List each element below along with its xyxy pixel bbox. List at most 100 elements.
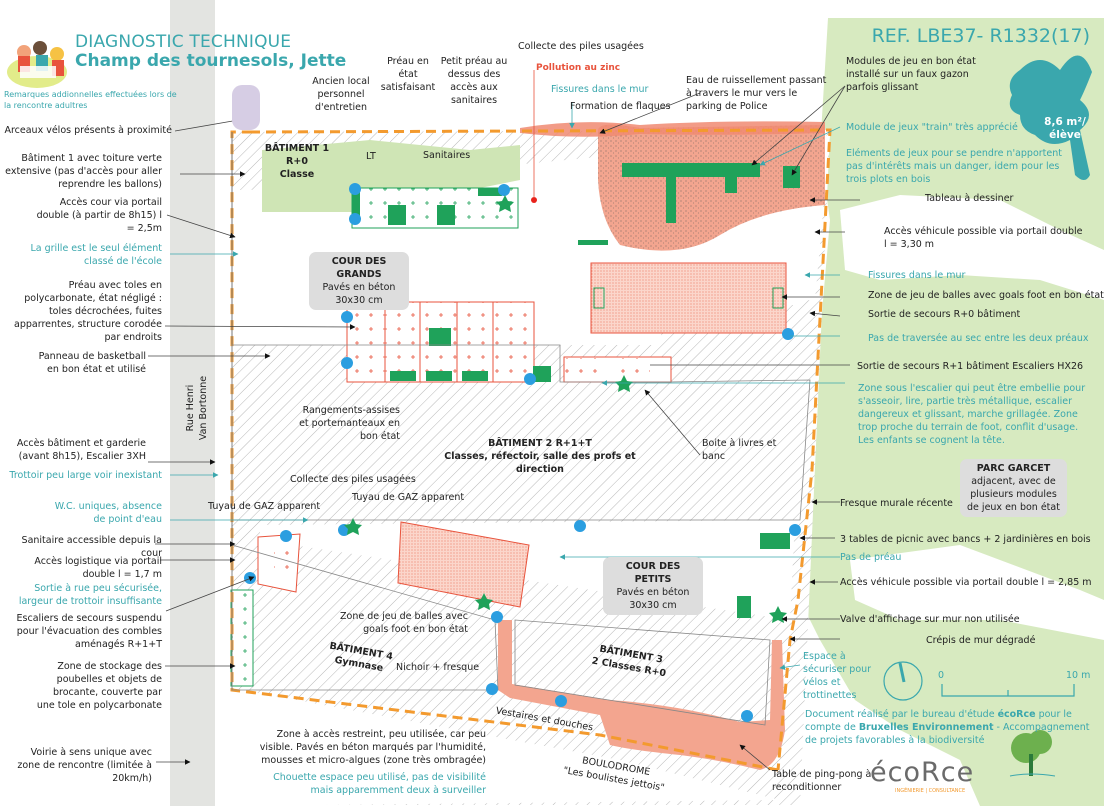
cour-grands-title: COUR DES GRANDS xyxy=(331,256,387,280)
cour-petits-title: COUR DES PETITS xyxy=(625,561,681,585)
annotation-zone-restreinte: Zone à accès restreint, peu utilisée, ca… xyxy=(259,729,486,766)
annotation-voirie: Voirie à sens unique avec zone de rencon… xyxy=(17,747,152,784)
annotation-elements-pendre: Eléments de jeux pour se pendre n'apport… xyxy=(846,148,1062,185)
scale-bar xyxy=(941,684,1075,697)
credits-before: Document réalisé par le bureau d'étude xyxy=(805,709,998,720)
batiment1-title: BÂTIMENT 1 xyxy=(264,143,330,154)
annotation-acces-vehicule-2: Accès véhicule possible via portail doub… xyxy=(840,577,1092,588)
batiment2-label: BÂTIMENT 2 R+1+T Classes, réfectoir, sal… xyxy=(420,437,660,476)
annotation-ancien-local: Ancien local personnel d'entretien xyxy=(312,76,370,113)
annotation-sanitaire: Sanitaire accessible depuis la cour xyxy=(21,535,162,559)
annotation-tableau: Tableau à dessiner xyxy=(925,193,1014,204)
annotation-acces-batiment: Accès bâtiment et garderie (avant 8h15),… xyxy=(16,438,146,462)
annotation-sortie-r0: Sortie de secours R+0 bâtiment xyxy=(868,309,1021,320)
scale-start: 0 xyxy=(938,670,945,681)
annotation-gaz-1: Tuyau de GAZ apparent xyxy=(208,501,321,512)
annotation-sortie-rue: Sortie à rue peu sécurisée, largeur de t… xyxy=(18,583,162,607)
annotation-wc: W.C. uniques, absence de point d'eau xyxy=(54,501,162,525)
door-markers xyxy=(244,183,801,722)
annotation-zone-jeu-balles-2: Zone de jeu de balles avec goals foot en… xyxy=(340,611,468,635)
subtitle: Remarques addionnelles effectuées lors d… xyxy=(4,90,177,110)
parc-garcet-label: PARC GARCET adjacent, avec de plusieurs … xyxy=(960,459,1067,517)
annotation-ruissellement: Eau de ruissellement passant à travers l… xyxy=(686,75,827,112)
tree-logo-icon xyxy=(1009,730,1056,777)
annotation-grille: La grille est le seul élément classé de … xyxy=(30,243,162,267)
annotation-pas-preau: Pas de préau xyxy=(840,552,902,563)
lt-label: LT xyxy=(366,151,376,162)
annotation-escaliers-secours: Escaliers de secours suspendu pour l'éva… xyxy=(16,613,162,650)
annotation-tables-picnic: 3 tables de picnic avec bancs + 2 jardin… xyxy=(840,534,1091,545)
annotation-preau-etat: Préau en état satisfaisant xyxy=(380,56,436,93)
cour-petits-size: 30x30 cm xyxy=(629,600,677,611)
street-name-line1: Rue Henri xyxy=(185,384,196,432)
annotation-pas-traversee: Pas de traversée au sec entre les deux p… xyxy=(868,333,1089,344)
parc-garcet-line4: de jeux en bon état xyxy=(967,502,1060,513)
annotation-espace-velos: Espace à sécuriser pour vélos et trottin… xyxy=(803,651,872,701)
street-name: Rue Henri Van Bortonne xyxy=(184,353,210,463)
batiment1-label: BÂTIMENT 1 R+0 Classe xyxy=(262,142,332,181)
annotation-batiment1-toiture: Bâtiment 1 avec toiture verte extensive … xyxy=(5,153,162,190)
batiment1-use: Classe xyxy=(279,169,315,180)
cour-des-grands-label: COUR DES GRANDS Pavés en béton 30x30 cm xyxy=(309,252,409,310)
annotation-modules-jeu: Modules de jeu en bon état installé sur … xyxy=(846,56,976,93)
street xyxy=(170,0,215,806)
annotation-acces-logistique: Accès logistique via portail double l = … xyxy=(34,556,162,580)
annotation-rangements: Rangements-assises et portemanteaux en b… xyxy=(299,405,400,442)
annotation-preau-toles: Préau avec toles en polycarbonate, état … xyxy=(14,280,162,343)
annotation-fissures-right: Fissures dans le mur xyxy=(868,270,966,281)
annotation-module-train: Module de jeux "train" très apprécié xyxy=(846,122,1018,133)
annotation-arceaux: Arceaux vélos présents à proximité xyxy=(4,125,172,136)
annotation-ping-pong: Table de ping-pong à reconditionner xyxy=(772,769,872,793)
reference-code: REF. LBE37- R1332(17) xyxy=(871,25,1090,47)
batiment2-use: Classes, réfectoir, salle des profs et d… xyxy=(444,451,636,475)
annotation-boite-livres: Boite à livres et banc xyxy=(702,438,777,462)
credits-mid: pour le compte de xyxy=(805,709,1072,733)
play-area xyxy=(598,124,825,251)
annotation-nichoir: Nichoir + fresque xyxy=(396,662,480,673)
street-name-line2: Van Bortonne xyxy=(198,375,209,441)
title-line-1: DIAGNOSTIC TECHNIQUE xyxy=(75,32,292,52)
parc-garcet-line3: plusieurs modules xyxy=(970,489,1057,500)
annotation-collecte-piles-inner: Collecte des piles usagées xyxy=(290,474,416,485)
annotation-petit-preau: Petit préau au dessus des accès aux sani… xyxy=(440,56,508,106)
header-illustration xyxy=(7,41,67,88)
ecorce-logo-sub: INGÉNIERIE | CONSULTANCE xyxy=(895,788,966,794)
credits-client: Bruxelles Environnement xyxy=(858,722,994,733)
cour-petits-paving: Pavés en béton xyxy=(616,587,690,598)
north-arrow-icon xyxy=(883,661,923,701)
annotation-collecte-piles-top: Collecte des piles usagées xyxy=(518,41,644,52)
scale-end: 10 m xyxy=(1066,670,1091,681)
credits-text: Document réalisé par le bureau d'étude é… xyxy=(805,708,1100,747)
annotation-zone-escalier: Zone sous l'escalier qui peut être embel… xyxy=(858,383,1086,446)
pink-path xyxy=(498,620,785,770)
annotation-zone-jeu-balles-1: Zone de jeu de balles avec goals foot en… xyxy=(868,290,1104,301)
cour-grands-size: 30x30 cm xyxy=(335,295,383,306)
batiment1-floors: R+0 xyxy=(286,156,308,167)
annotation-acces-vehicule-1: Accès véhicule possible via portail doub… xyxy=(884,226,1083,250)
ratio-splash xyxy=(1009,55,1092,180)
annotation-acces-cour: Accès cour via portail double (à partir … xyxy=(36,197,162,234)
parc-garcet-line2: adjacent, avec de xyxy=(971,476,1056,487)
annotation-fissures-top: Fissures dans le mur xyxy=(551,84,649,95)
annotation-fresque: Fresque murale récente xyxy=(840,498,953,509)
credits-firm: écoRce xyxy=(997,709,1036,720)
annotation-valve: Valve d'affichage sur mur non utilisée xyxy=(840,614,1020,625)
annotation-gaz-2: Tuyau de GAZ apparent xyxy=(352,492,465,503)
credits-after: - Accompagnement de projets favorables à… xyxy=(805,722,1090,746)
annotation-chouette: Chouette espace peu utilisé, pas de visi… xyxy=(273,772,486,796)
parc-garcet-title: PARC GARCET xyxy=(976,463,1051,474)
annotation-sortie-r1: Sortie de secours R+1 bâtiment Escaliers… xyxy=(857,361,1084,372)
cour-grands-paving: Pavés en béton xyxy=(322,282,396,293)
annotation-stockage: Zone de stockage des poubelles et objets… xyxy=(36,661,162,711)
annotation-crepis: Crépis de mur dégradé xyxy=(926,635,1036,646)
cour-des-petits-label: COUR DES PETITS Pavés en béton 30x30 cm xyxy=(603,557,703,615)
annotation-basketball: Panneau de basketball en bon état et uti… xyxy=(38,351,146,375)
ratio-badge: 8,6 m²/ élève xyxy=(1044,116,1086,141)
title-line-2: Champ des tournesols, Jette xyxy=(75,51,347,71)
batiment2-title: BÂTIMENT 2 R+1+T xyxy=(488,438,592,449)
ecorce-logo: écoRce xyxy=(870,757,975,788)
sanitaires-label: Sanitaires xyxy=(423,150,471,161)
annotation-flaques: Formation de flaques xyxy=(570,101,671,112)
annotation-pollution-zinc: Pollution au zinc xyxy=(536,63,621,73)
annotation-trottoir: Trottoir peu large voir inexistant xyxy=(9,470,162,481)
